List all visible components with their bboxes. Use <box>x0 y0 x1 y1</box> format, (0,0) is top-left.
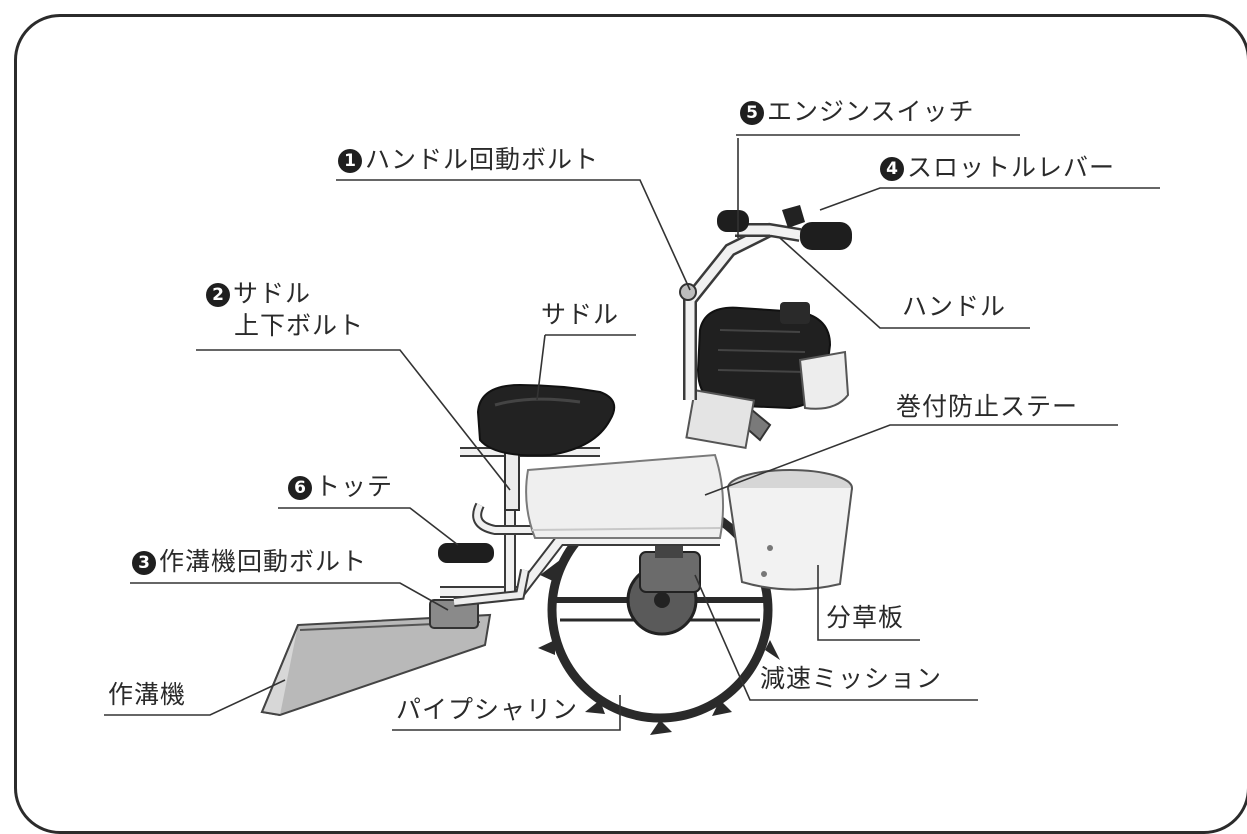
label-engine-switch-text: エンジンスイッチ <box>767 97 975 126</box>
engine <box>685 302 850 450</box>
leader-saddle <box>536 334 546 401</box>
number-badge-5: 5 <box>740 101 764 125</box>
label-anti-wrap-stay: 巻付防止ステー <box>896 392 1079 421</box>
label-handle: ハンドル <box>902 292 1007 321</box>
leader-ditcher-pivot-bolt <box>130 582 449 611</box>
label-throttle-lever-text: スロットルレバー <box>907 153 1116 182</box>
leader-reduction-gear <box>694 574 978 701</box>
reduction-gearbox <box>639 544 701 593</box>
leader-ditcher <box>104 679 286 716</box>
label-saddle-bolt-line2: 上下ボルト <box>234 311 365 340</box>
handle-grips <box>717 205 852 250</box>
label-handle-pivot-bolt-text: ハンドル回動ボルト <box>365 145 600 174</box>
label-pipe-wheel: パイプシャリン <box>396 695 579 724</box>
label-ditcher: 作溝機 <box>108 680 187 709</box>
weed-divider <box>727 469 853 591</box>
label-weed-divider: 分草板 <box>826 603 905 632</box>
number-badge-2: 2 <box>206 283 230 307</box>
leader-anti-wrap-stay <box>704 424 1118 496</box>
leader-lines <box>104 134 1160 731</box>
label-reduction-gear: 減速ミッション <box>760 664 943 693</box>
grip-handle <box>438 543 494 563</box>
leader-handle <box>779 237 1030 329</box>
number-badge-6: 6 <box>288 476 312 500</box>
label-ditcher-pivot-bolt-text: 作溝機回動ボルト <box>159 547 368 576</box>
leader-handle-pivot-bolt <box>336 179 691 291</box>
label-grip-text: トッテ <box>315 472 394 501</box>
leader-saddle-bolt <box>196 349 511 491</box>
label-saddle-bolt-line1: サドル <box>233 279 312 308</box>
label-saddle: サドル <box>541 300 620 329</box>
leader-throttle-lever <box>819 187 1160 211</box>
number-badge-4: 4 <box>880 157 904 181</box>
saddle-assembly <box>476 383 616 511</box>
leader-pipe-wheel <box>392 695 621 731</box>
anti-wrap-stay <box>525 453 725 539</box>
number-badge-3: 3 <box>132 551 156 575</box>
number-badge-1: 1 <box>338 149 362 173</box>
leader-grip <box>278 507 459 546</box>
leader-weed-divider <box>817 565 920 641</box>
